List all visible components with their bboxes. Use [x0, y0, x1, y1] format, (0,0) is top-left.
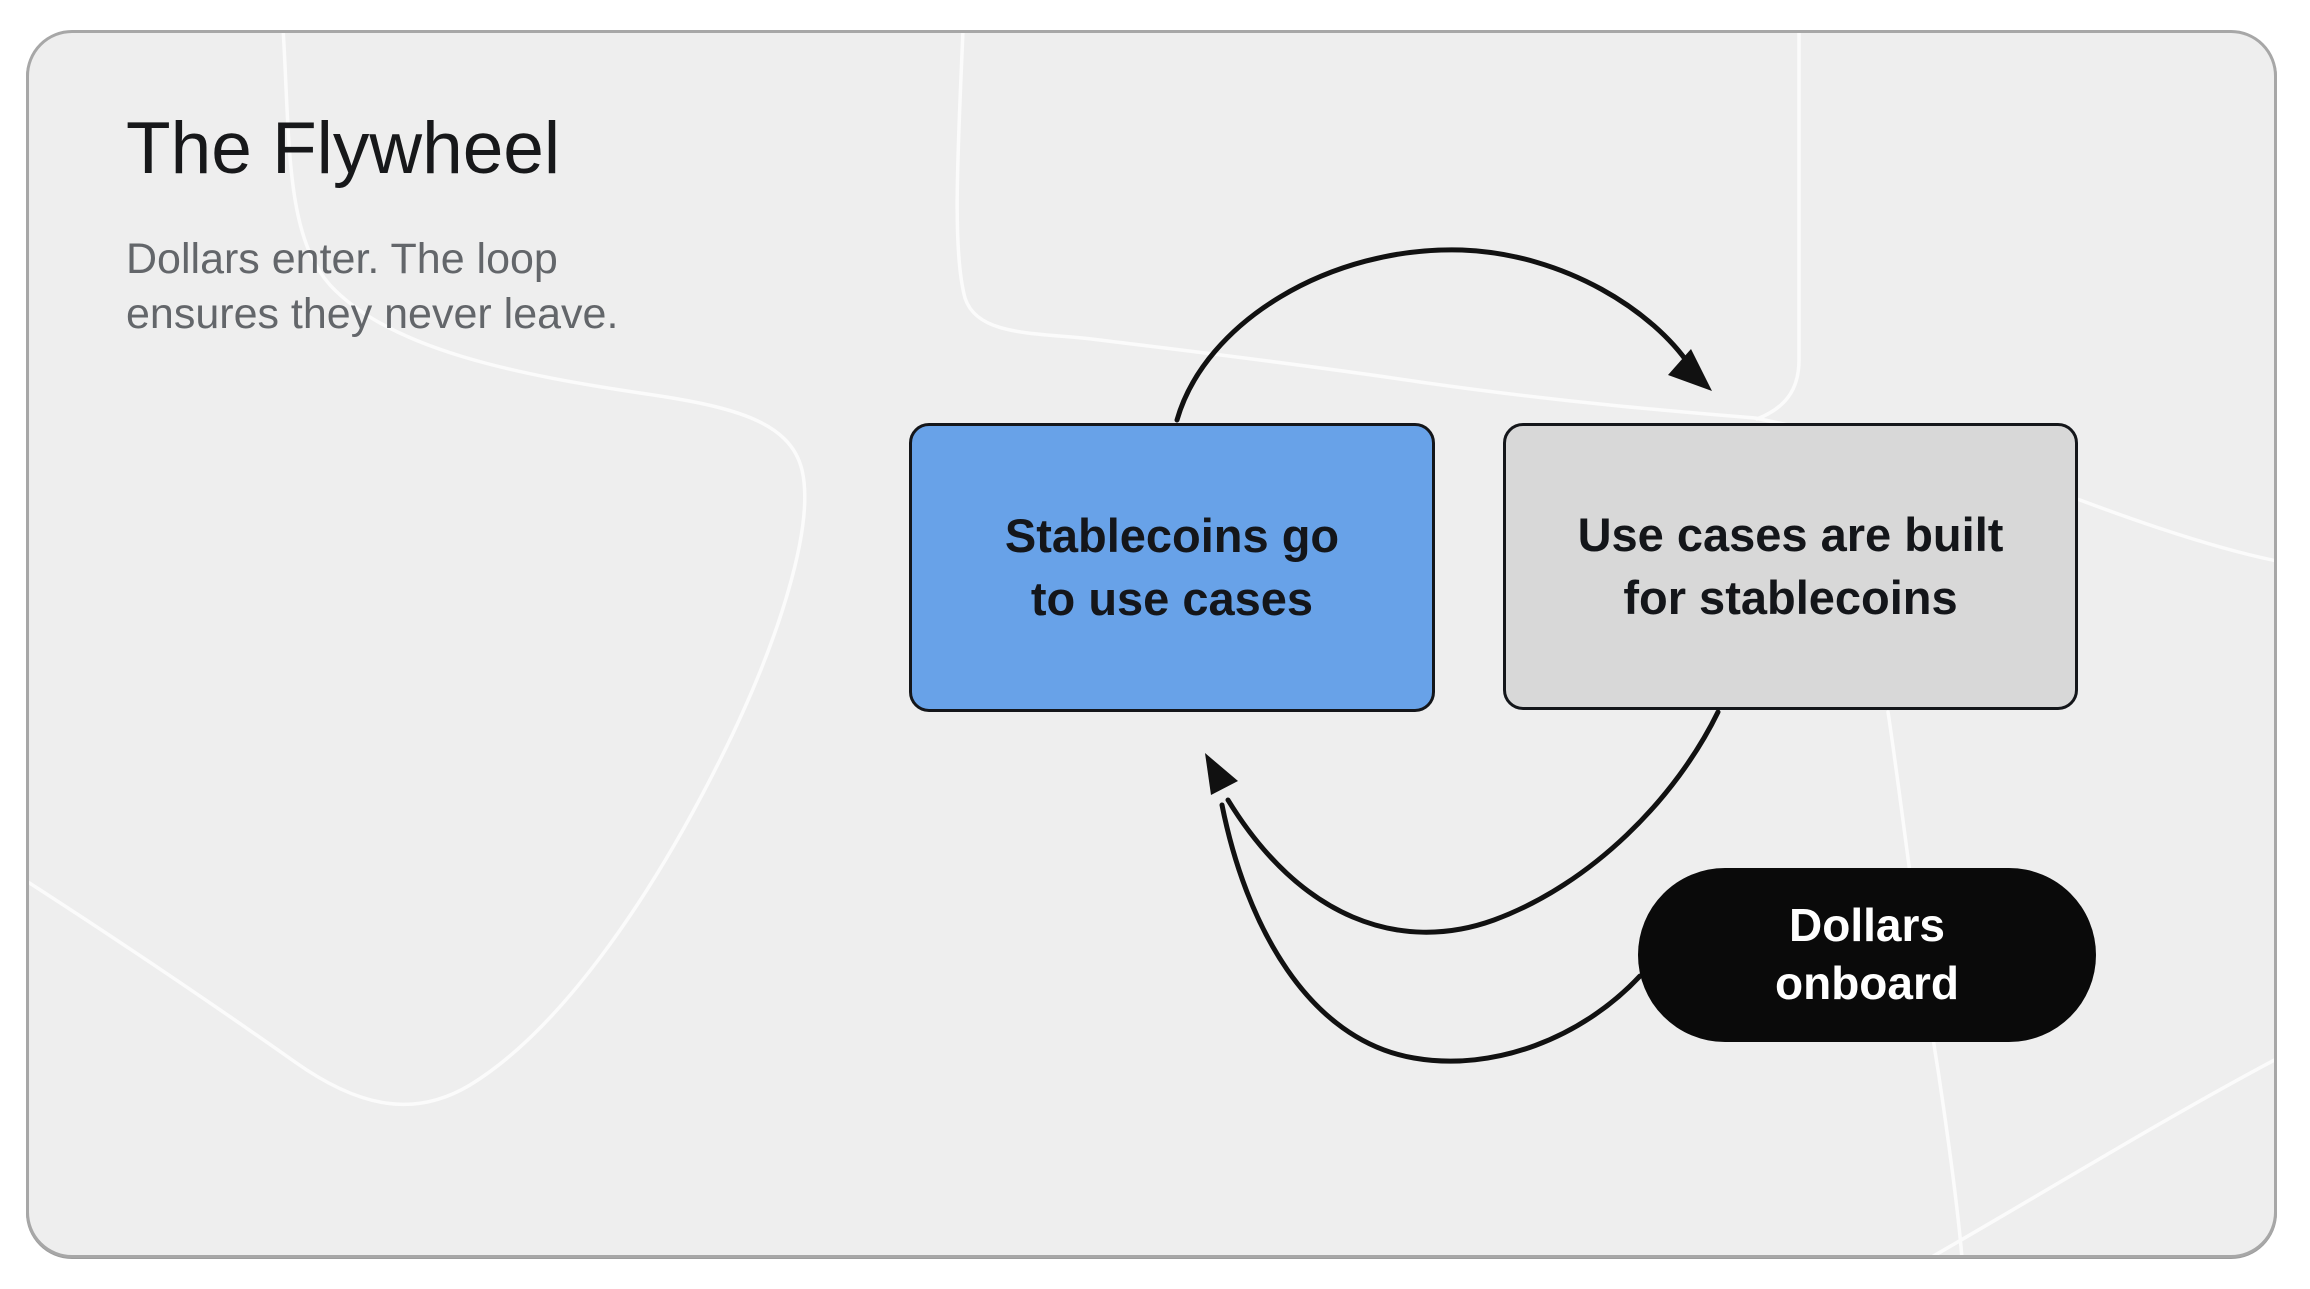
node-label-line: Use cases are built	[1577, 508, 2004, 562]
arrowhead-return-icon	[1205, 753, 1238, 795]
arrow-top-arc	[1174, 247, 1693, 423]
node-label-line: Dollars	[1789, 899, 1945, 952]
arrow-from-dollars-onboard	[1219, 802, 1643, 1064]
node-label-line: for stablecoins	[1623, 570, 1958, 624]
flywheel-arrows	[1174, 247, 1721, 1064]
subtitle-line-1: Dollars enter. The loop	[126, 235, 558, 283]
node-dollars-onboard: Dollars onboard	[1638, 868, 2096, 1042]
background-squiggle-vertical-top	[1755, 33, 1801, 421]
subtitle-line-2: ensures they never leave.	[126, 289, 619, 338]
background-squiggle-bottom-right	[1931, 1058, 2274, 1255]
page-title: The Flywheel	[126, 108, 561, 189]
node-label-line: Stablecoins go	[1004, 509, 1340, 563]
arrow-return-from-use-cases	[1225, 709, 1721, 935]
node-label-line: to use cases	[1030, 571, 1314, 625]
page-subtitle: Dollars enter. The loop ensures they nev…	[126, 232, 618, 341]
node-label-line: onboard	[1775, 957, 1959, 1009]
node-use-cases-are-built: Use cases are built for stablecoins	[1503, 423, 2078, 710]
background-squiggle-left	[29, 33, 807, 1107]
node-stablecoins-go-to-use-cases: Stablecoins go to use cases	[909, 423, 1435, 712]
arrowhead-top-icon	[1668, 349, 1712, 391]
